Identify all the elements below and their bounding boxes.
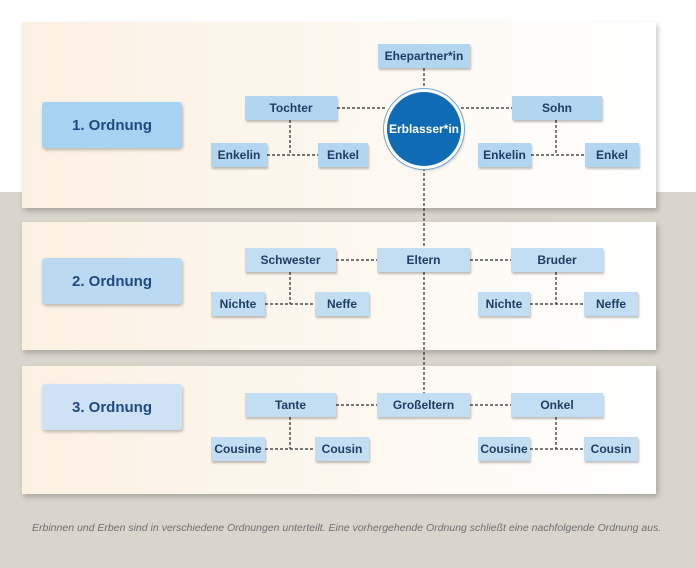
- node-enkelin-left: Enkelin: [211, 143, 267, 167]
- node-schwester: Schwester: [245, 248, 336, 272]
- node-cousine-left: Cousine: [211, 437, 265, 461]
- node-neffe-right: Neffe: [584, 292, 638, 316]
- first-order-label: 1. Ordnung: [42, 102, 182, 148]
- node-enkel-left: Enkel: [318, 143, 368, 167]
- second-order-label: 2. Ordnung: [42, 258, 182, 304]
- third-order-label: 3. Ordnung: [42, 384, 182, 430]
- node-ehepartner: Ehepartner*in: [378, 44, 470, 68]
- node-eltern: Eltern: [377, 248, 470, 272]
- figure-caption: Erbinnen und Erben sind in verschiedene …: [32, 522, 662, 534]
- node-erblasser-circle: Erblasser*in: [387, 92, 461, 166]
- node-bruder: Bruder: [511, 248, 603, 272]
- node-sohn: Sohn: [512, 96, 602, 120]
- node-nichte-right: Nichte: [478, 292, 530, 316]
- node-tante: Tante: [245, 393, 336, 417]
- node-cousin-left: Cousin: [315, 437, 369, 461]
- node-grosseltern: Großeltern: [377, 393, 470, 417]
- node-cousine-right: Cousine: [478, 437, 530, 461]
- node-enkel-right: Enkel: [585, 143, 639, 167]
- node-onkel: Onkel: [511, 393, 603, 417]
- node-cousin-right: Cousin: [584, 437, 638, 461]
- node-enkelin-right: Enkelin: [478, 143, 531, 167]
- node-nichte-left: Nichte: [211, 292, 265, 316]
- node-neffe-left: Neffe: [315, 292, 369, 316]
- node-tochter: Tochter: [245, 96, 337, 120]
